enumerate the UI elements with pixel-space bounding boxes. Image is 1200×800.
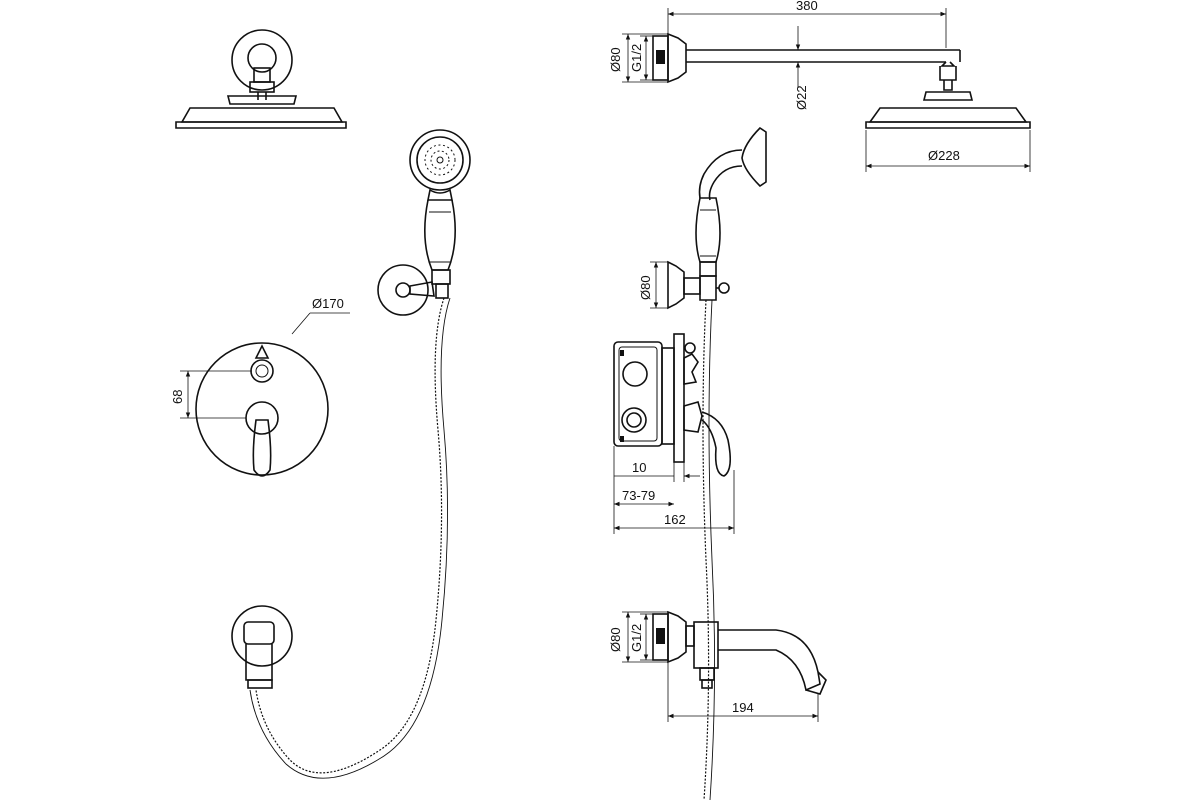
side-shower-arm	[686, 49, 961, 91]
dim-text-overhead-arm-length: 380	[796, 0, 818, 13]
side-wall-flange-top	[652, 32, 687, 84]
front-hose-edge	[249, 297, 451, 779]
dim-thread-bottom: G1/2	[629, 613, 653, 661]
dim-text-shower-head-diameter: Ø228	[928, 148, 960, 163]
dim-text-spout-length: 194	[732, 700, 754, 715]
dim-body-depth: 73-79	[613, 446, 674, 534]
front-mixer-plate	[195, 342, 329, 477]
dim-text-total-projection: 162	[664, 512, 686, 527]
side-diverter-knob	[683, 342, 699, 385]
dim-spout-length: 194	[667, 662, 819, 722]
dim-text-wall-flange-top: Ø80	[608, 47, 623, 72]
dim-text-arm-diameter: Ø22	[794, 85, 809, 110]
dim-handle-spacing: 68	[170, 370, 252, 419]
side-hose-edge	[708, 299, 716, 800]
front-overhead-shower-head	[175, 29, 347, 129]
side-hose	[702, 299, 710, 800]
dim-shower-head-diameter: Ø228	[865, 130, 1031, 172]
dim-text-thread-top: G1/2	[629, 44, 644, 72]
side-overhead-shower-head	[865, 91, 1031, 129]
side-bath-spout	[685, 621, 827, 695]
side-holder-flange	[667, 260, 730, 310]
dim-text-thread-bottom: G1/2	[629, 624, 644, 652]
dim-text-body-depth: 73-79	[622, 488, 655, 503]
front-hand-shower-holder	[377, 264, 435, 316]
dim-plate-offset: 10	[614, 460, 700, 482]
dim-thread-top: G1/2	[629, 35, 653, 81]
dim-mixer-plate-diameter: Ø170	[291, 296, 350, 335]
side-mixer-body	[613, 333, 685, 463]
dim-text-plate-offset: 10	[632, 460, 646, 475]
side-mixer-lever	[683, 401, 732, 477]
front-hand-shower	[409, 129, 471, 299]
dim-text-mixer-plate-diameter: Ø170	[312, 296, 344, 311]
dim-text-spout-flange: Ø80	[608, 627, 623, 652]
front-hose	[255, 297, 445, 774]
dim-arm-diameter: Ø22	[790, 26, 809, 110]
dim-text-holder-flange: Ø80	[638, 275, 653, 300]
side-hand-shower	[695, 126, 767, 277]
side-spout-flange	[652, 610, 687, 664]
dim-text-handle-spacing: 68	[170, 390, 185, 404]
dim-wall-flange-top: Ø80	[608, 33, 668, 83]
dim-spout-flange: Ø80	[608, 611, 668, 663]
front-bath-spout	[231, 605, 293, 689]
dim-overhead-arm-length: 380	[667, 0, 947, 48]
dim-holder-flange: Ø80	[638, 261, 668, 309]
dim-total-projection: 162	[614, 470, 735, 534]
